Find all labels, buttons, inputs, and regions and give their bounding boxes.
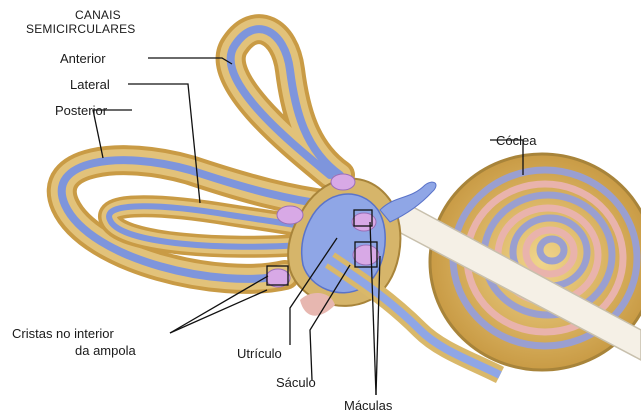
title-line-2: SEMICIRCULARES [26,22,136,36]
label-cristas-line-2: da ampola [75,343,136,358]
label-utriculo: Utrículo [237,346,282,361]
label-posterior: Posterior [55,103,107,118]
label-anterior: Anterior [60,51,106,66]
label-saculo: Sáculo [276,375,316,390]
label-lateral: Lateral [70,77,110,92]
label-cristas-line-1: Cristas no interior [12,326,114,341]
label-coclea: Cóclea [496,133,536,148]
title-line-1: CANAIS [75,8,121,22]
label-maculas: Máculas [344,398,392,413]
